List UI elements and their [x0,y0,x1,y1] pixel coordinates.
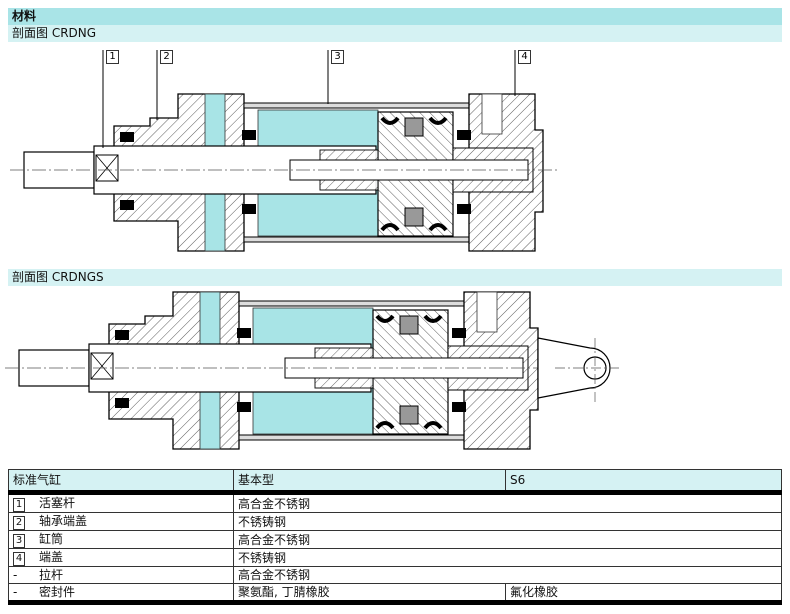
callout-1: 1 [106,50,119,64]
part-name: 拉杆 [39,568,64,582]
material-basic: 高合金不锈钢 [233,566,782,584]
material-s6: 氟化橡胶 [505,583,782,605]
material-basic: 高合金不锈钢 [233,492,782,513]
cylinder-section-crdng [8,50,562,253]
part-number: 1 [13,498,25,512]
material-basic: 不锈铸钢 [233,548,782,567]
part-number: 3 [13,534,25,548]
part-name: 端盖 [39,550,64,564]
header-s6: S6 [505,469,782,495]
material-basic: 不锈铸钢 [233,512,782,531]
header-standard-cylinder: 标准气缸 [8,469,234,495]
cross-section-drawings [3,50,620,451]
callout-3: 3 [331,50,344,64]
table-row: - 密封件 聚氨酯, 丁腈橡胶 氟化橡胶 [8,583,782,605]
part-number: - [13,568,18,582]
part-name: 密封件 [39,585,76,599]
part-name: 活塞杆 [39,496,76,510]
table-row: 1 活塞杆 高合金不锈钢 [8,492,782,513]
part-number: - [13,585,18,599]
part-name: 缸筒 [39,532,64,546]
table-row: 4 端盖 不锈铸钢 [8,548,782,567]
part-number: 2 [13,516,25,530]
header-basic: 基本型 [233,469,506,495]
table-row: 3 缸筒 高合金不锈钢 [8,530,782,549]
material-basic: 聚氨酯, 丁腈橡胶 [233,583,506,605]
section-heading-crdng: 剖面图 CRDNG [8,25,782,42]
cylinder-section-crdngs [3,290,620,451]
table-row: - 拉杆 高合金不锈钢 [8,566,782,584]
part-number: 4 [13,552,25,566]
table-header-row: 标准气缸 基本型 S6 [8,469,782,495]
table-row: 2 轴承端盖 不锈铸钢 [8,512,782,531]
section-heading-crdngs: 剖面图 CRDNGS [8,269,782,286]
callout-2: 2 [160,50,173,64]
callout-4: 4 [518,50,531,64]
section-title: 材料 [8,8,782,25]
material-basic: 高合金不锈钢 [233,530,782,549]
part-name: 轴承端盖 [39,514,88,528]
materials-table: 标准气缸 基本型 S6 1 活塞杆 高合金不锈钢 2 轴承端盖 不锈铸钢 3 缸筒 高… [8,469,782,605]
